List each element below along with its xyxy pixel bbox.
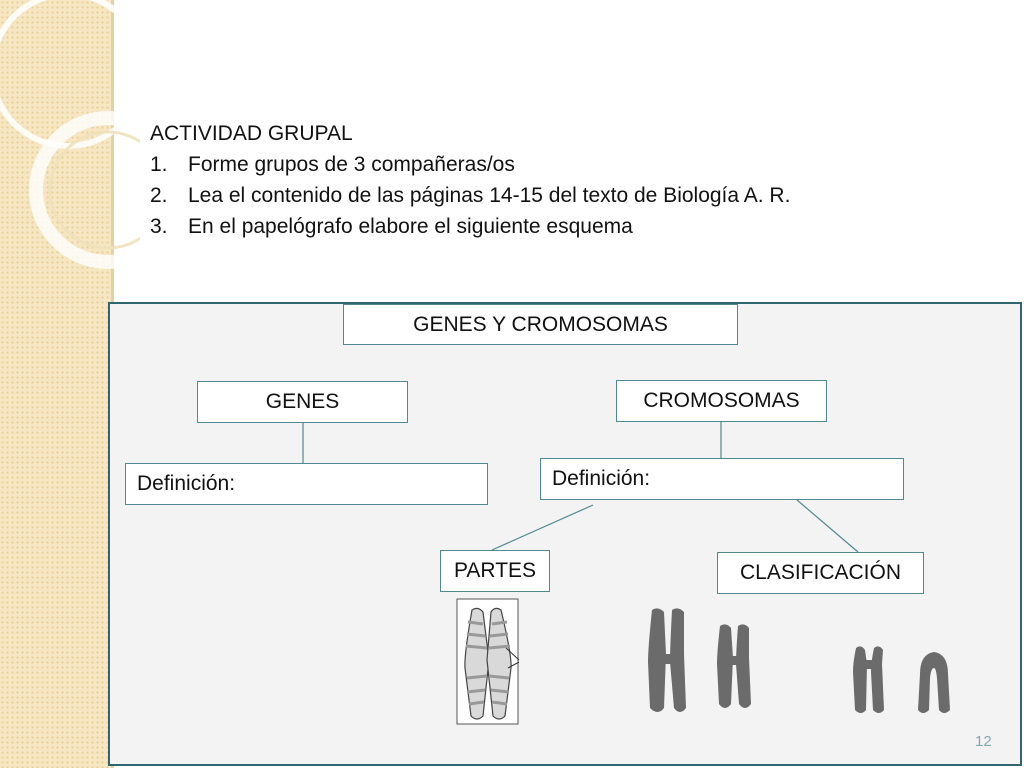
activity-step: 2. Lea el contenido de las páginas 14-15… — [150, 180, 790, 211]
page-number: 12 — [975, 733, 992, 750]
activity-heading: ACTIVIDAD GRUPAL — [150, 122, 353, 145]
deco-circle-bottom — [29, 111, 140, 269]
step-number: 1. — [150, 153, 168, 176]
cromosomas-definition-box: Definición: — [540, 458, 904, 500]
connector-definition-partes — [491, 504, 594, 551]
step-number: 3. — [150, 215, 168, 238]
chromosome-classification-shapes — [648, 608, 950, 713]
activity-step: 1. Forme grupos de 3 compañeras/os — [150, 149, 790, 180]
step-text: Forme grupos de 3 compañeras/os — [188, 153, 515, 176]
deco-circle-bottom-inner — [48, 130, 140, 250]
activity-step: 3. En el papelógrafo elabore el siguient… — [150, 211, 790, 242]
step-text: En el papelógrafo elabore el siguiente e… — [188, 215, 633, 238]
partes-box: PARTES — [440, 550, 550, 592]
step-number: 2. — [150, 184, 168, 207]
diagram-title-box: GENES Y CROMOSOMAS — [343, 304, 738, 345]
decorative-circles — [0, 0, 140, 269]
clasificacion-box: CLASIFICACIÓN — [717, 552, 924, 594]
telocentric-chromosome-icon — [918, 652, 950, 713]
connector-definition-clasificacion — [796, 499, 859, 553]
metacentric-chromosome-icon — [648, 608, 686, 712]
submetacentric-chromosome-icon — [717, 624, 751, 708]
diagram-panel — [108, 302, 1022, 766]
chromosome-parts-illustration — [456, 598, 520, 725]
genes-box: GENES — [197, 381, 408, 423]
acrocentric-chromosome-icon — [853, 646, 884, 713]
step-text: Lea el contenido de las páginas 14-15 de… — [188, 184, 791, 207]
activity-instructions: ACTIVIDAD GRUPAL 1. Forme grupos de 3 co… — [150, 118, 790, 242]
cromosomas-box: CROMOSOMAS — [616, 380, 827, 422]
genes-definition-box: Definición: — [125, 463, 488, 505]
